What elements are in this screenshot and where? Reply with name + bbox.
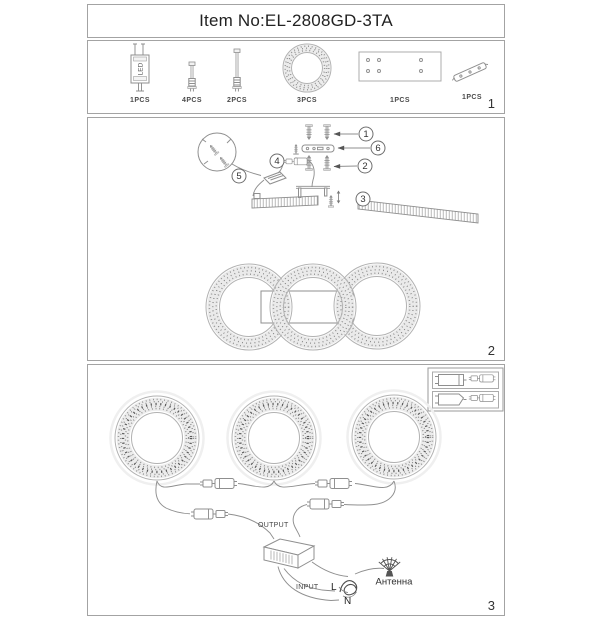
svg-text:4: 4: [274, 156, 279, 167]
wires: [155, 480, 396, 601]
svg-text:1: 1: [363, 129, 368, 140]
antenna-icon: [378, 557, 401, 577]
output-label: OUTPUT: [258, 522, 289, 529]
part-qty-plate: 1PCS: [390, 97, 410, 104]
wiring-diagram: OUTPUT INPUT L N Антенна: [88, 367, 504, 607]
mounting-bar: [301, 144, 335, 153]
ring-strip-left: [251, 195, 319, 209]
callout-1: 1: [358, 126, 374, 142]
svg-text:5: 5: [236, 171, 241, 182]
strip-end-tab: [253, 193, 261, 199]
driver-box-small: [263, 171, 287, 185]
connector-pair-a: [199, 478, 238, 489]
neutral-label: N: [344, 596, 351, 607]
part-qty-ring: 3PCS: [297, 97, 317, 104]
callout-3: 3: [355, 191, 371, 207]
part-led-driver-icon: LED: [130, 43, 150, 92]
wiring-section: OUTPUT INPUT L N Антенна 3: [87, 364, 505, 616]
assembly-section: 1 6 2 4 5 3 2: [87, 117, 505, 361]
parts-list-section: LED 1PCS 4PCS 2P: [87, 40, 505, 114]
part-qty-short-screw: 4PCS: [182, 97, 202, 104]
svg-text:2: 2: [362, 161, 367, 172]
part-qty-led-driver: 1PCS: [130, 97, 150, 104]
svg-text:6: 6: [375, 143, 380, 154]
connector-pair-d: [306, 498, 345, 510]
svg-text:3: 3: [360, 194, 365, 205]
driver-to-bar-wire: [252, 179, 265, 197]
antenna-label: Антенна: [376, 577, 414, 588]
page-number-2: 2: [487, 343, 495, 358]
connector-pair-c: [190, 508, 229, 520]
callout-2: 2: [357, 158, 373, 174]
part-qty-long-screw: 2PCS: [227, 97, 247, 104]
connector-legend: [427, 367, 504, 412]
part-qty-bracket: 1PCS: [462, 94, 482, 101]
callout-6: 6: [370, 140, 386, 156]
part-mounting-plate-icon: [358, 51, 442, 82]
callout-4: 4: [269, 153, 285, 169]
led-text: LED: [138, 62, 145, 75]
part-short-screw-icon: [187, 61, 197, 92]
plate-screws: [305, 154, 331, 171]
assembly-diagram: 1 6 2 4 5 3: [197, 124, 479, 360]
ceiling-screws: [305, 124, 331, 141]
detail-leader-line: [231, 163, 262, 176]
part-ring-icon: [283, 44, 331, 92]
page-number-3: 3: [487, 598, 495, 613]
connector-pair-b: [314, 478, 353, 489]
twisted-wires: [338, 580, 358, 598]
item-number-title: Item No:EL-2808GD-3TA: [199, 11, 393, 30]
inline-connector-pair: [283, 157, 310, 166]
title-section: Item No:EL-2808GD-3TA: [87, 4, 505, 38]
strip-screw: [327, 194, 335, 208]
up-down-arrow: [336, 190, 341, 204]
input-label: INPUT: [296, 584, 319, 591]
arrow-callout-2: [333, 163, 358, 169]
led-driver-box: [262, 538, 316, 569]
page-number-1: 1: [487, 96, 495, 111]
anchor-detail-circle: [197, 132, 237, 172]
wiring-rings: [111, 391, 441, 485]
part-long-screw-icon: [232, 48, 242, 92]
callout-5: 5: [231, 168, 247, 184]
live-label: L: [331, 582, 337, 593]
parts-diagram: LED 1PCS 4PCS 2P: [130, 41, 489, 104]
part-bracket-icon: [452, 62, 489, 82]
ring-strip-right: [357, 199, 479, 224]
